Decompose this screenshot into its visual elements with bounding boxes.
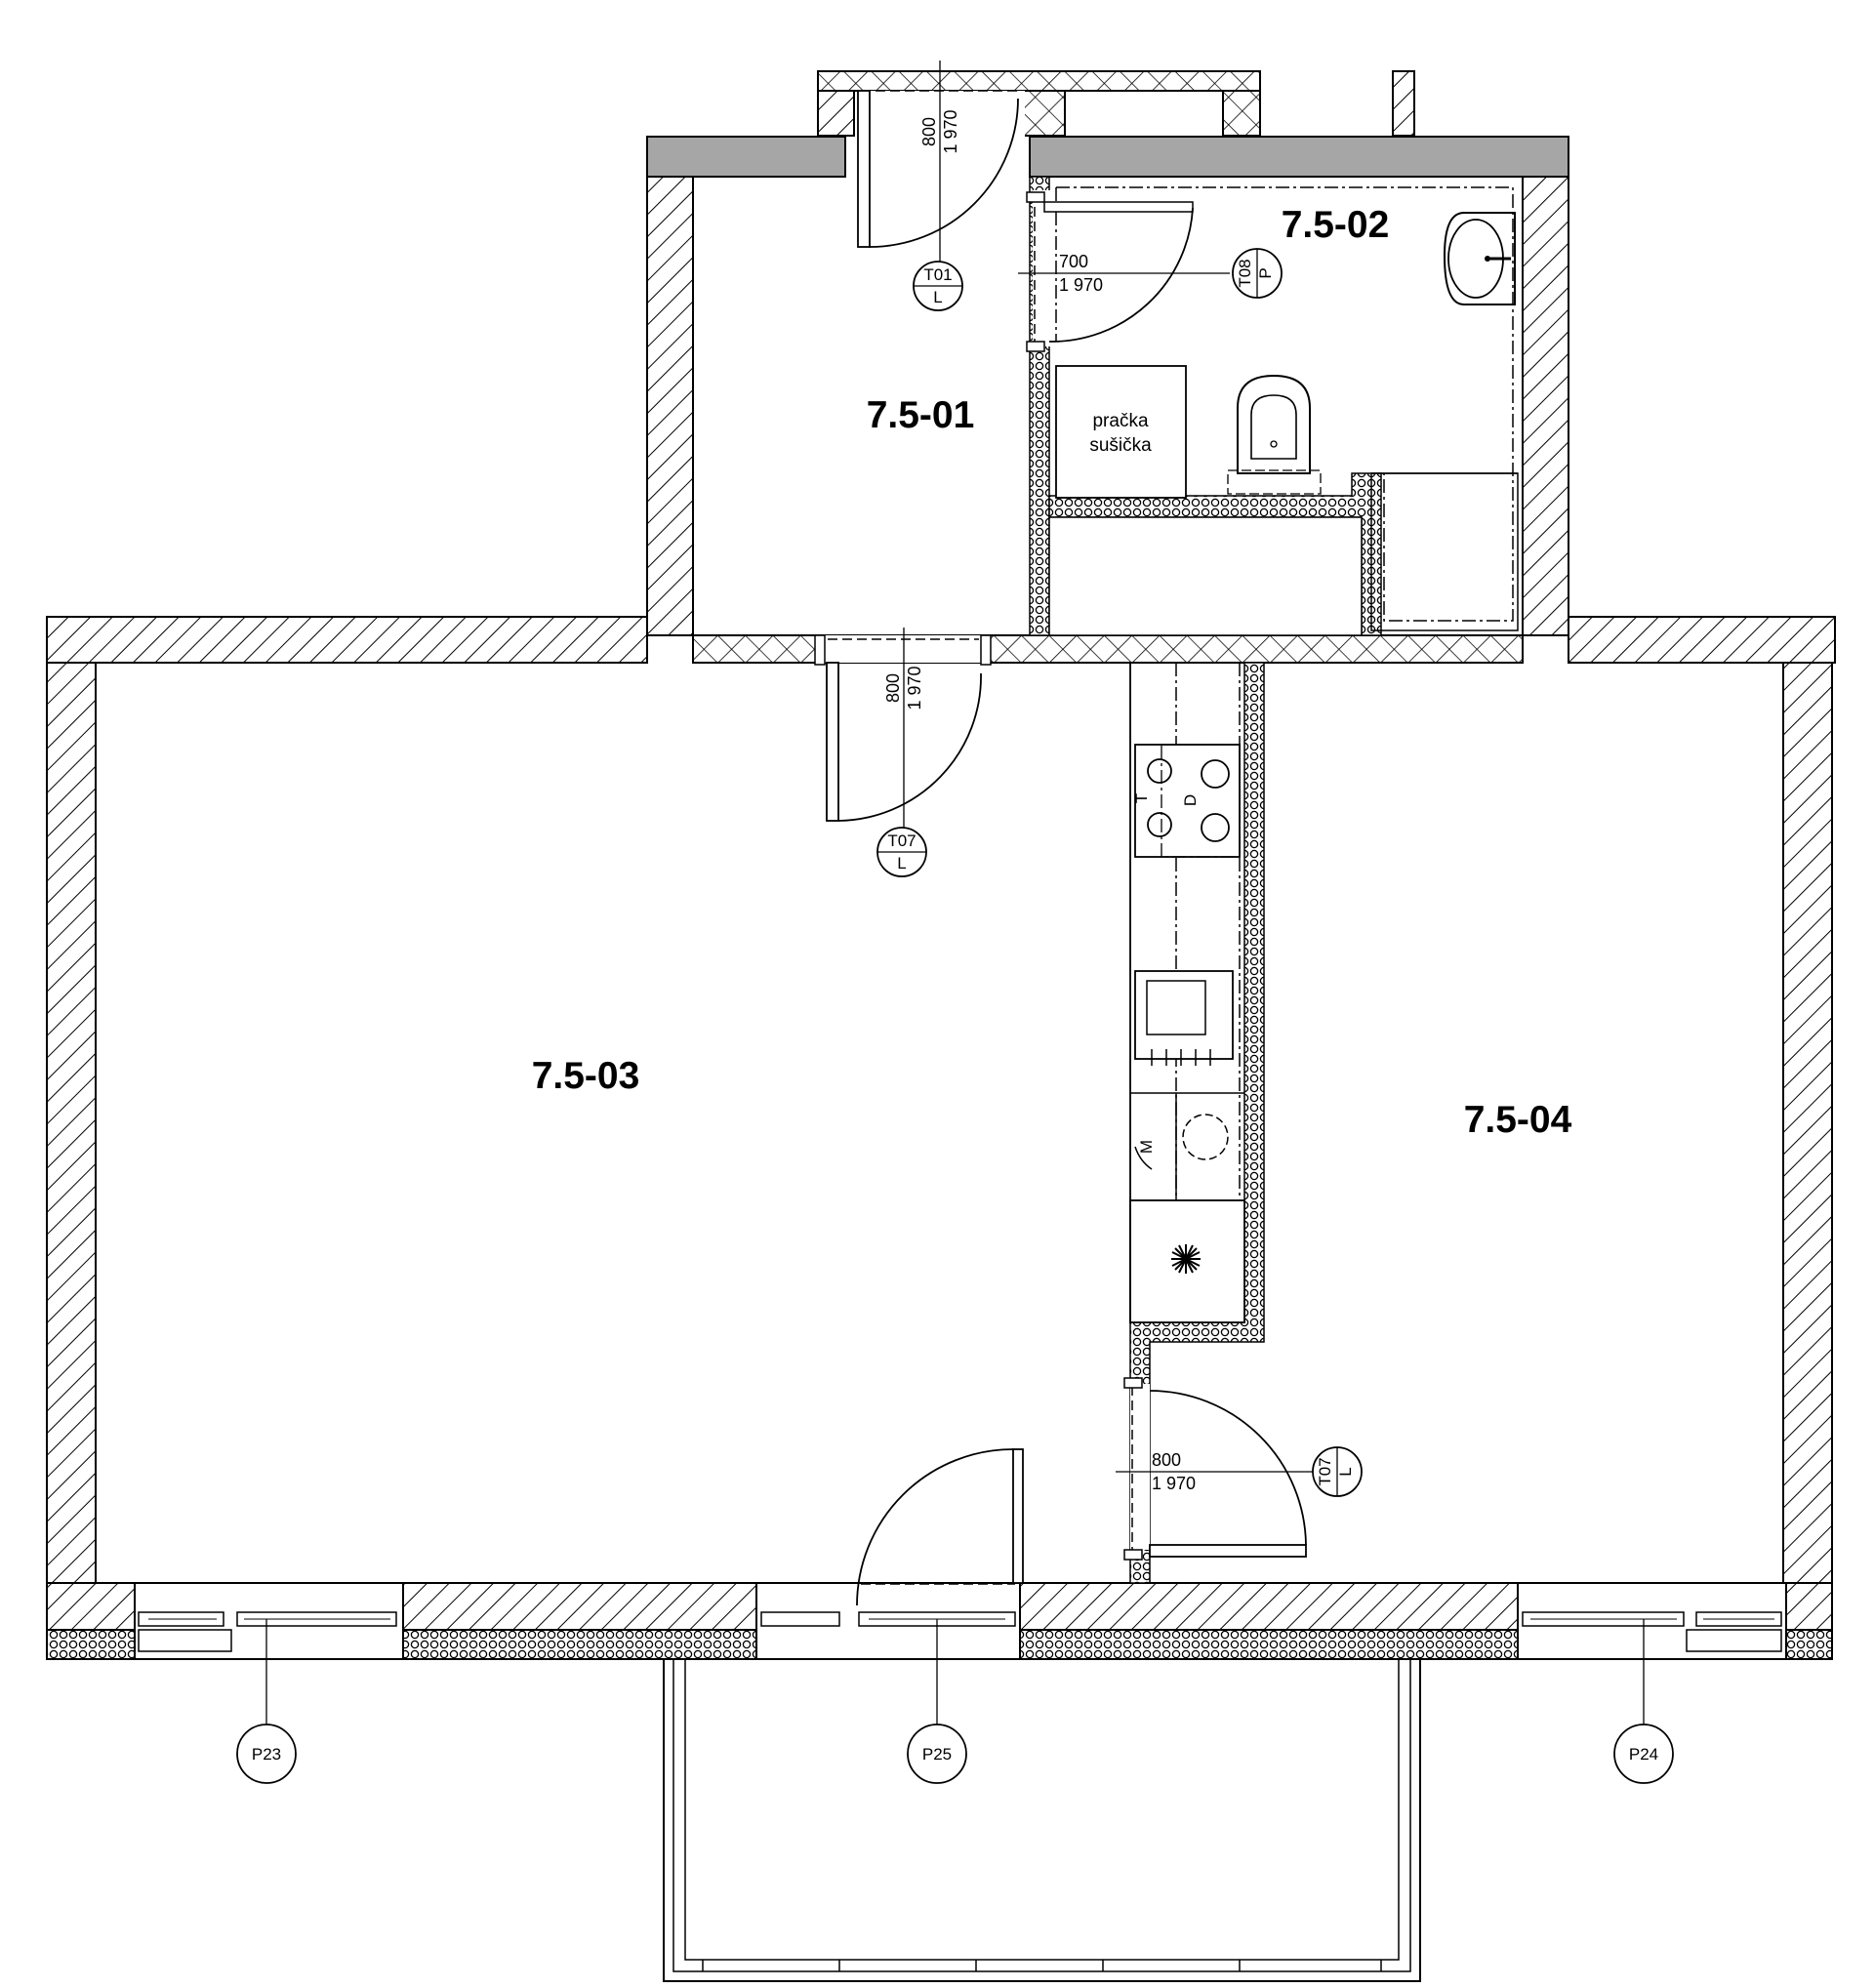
dryer-label: sušička bbox=[1089, 435, 1152, 456]
bath-recess bbox=[1048, 516, 1363, 636]
dishwasher[interactable]: M bbox=[1130, 1092, 1244, 1200]
window-p23-opening bbox=[134, 1582, 404, 1660]
window-p25-opening bbox=[755, 1582, 1021, 1660]
door-balcony[interactable] bbox=[856, 1448, 1024, 1606]
hall-opening bbox=[859, 91, 1025, 177]
room-label-04: 7.5-04 bbox=[1464, 1099, 1572, 1141]
window-p23-frame bbox=[138, 1611, 397, 1652]
p24-label: P24 bbox=[1629, 1745, 1658, 1764]
hob-d-label: D bbox=[1181, 794, 1200, 806]
p23-label: P23 bbox=[252, 1745, 281, 1764]
door-t07-upper[interactable]: 800 1 970 T07 L bbox=[814, 628, 992, 877]
wall-main-top-left bbox=[46, 616, 648, 664]
t07b-width: 800 bbox=[1152, 1450, 1181, 1470]
oven[interactable] bbox=[1134, 970, 1234, 1066]
wall-upper-left bbox=[646, 176, 694, 636]
t08-width: 700 bbox=[1059, 252, 1088, 271]
t01-width: 800 bbox=[919, 117, 939, 146]
window-p24-opening bbox=[1517, 1582, 1787, 1660]
p23-tag bbox=[236, 1724, 297, 1784]
entry-lintel bbox=[817, 70, 1261, 92]
window-p24-frame bbox=[1522, 1611, 1782, 1652]
t01-hand: L bbox=[933, 288, 942, 306]
t07b-hand: L bbox=[1336, 1467, 1355, 1476]
wall-upper-right bbox=[1522, 176, 1569, 636]
room-label-01: 7.5-01 bbox=[867, 394, 975, 436]
t01-height: 1 970 bbox=[941, 109, 960, 153]
p25-tag bbox=[907, 1724, 967, 1784]
fridge[interactable] bbox=[1129, 1199, 1245, 1323]
vent-icon bbox=[1171, 1244, 1201, 1274]
slab-right bbox=[1029, 136, 1569, 178]
shower-tray bbox=[1370, 472, 1519, 631]
t07a-width: 800 bbox=[883, 673, 903, 703]
wall-main-right bbox=[1782, 662, 1833, 1584]
t07a-hand: L bbox=[897, 854, 906, 872]
washer-label: pračka bbox=[1092, 411, 1148, 431]
t07b-height: 1 970 bbox=[1152, 1474, 1196, 1493]
door-t08[interactable]: 700 1 970 T08 P bbox=[1018, 190, 1283, 352]
washer-dryer[interactable]: pračka sušička bbox=[1055, 365, 1187, 499]
t07a-code: T07 bbox=[887, 832, 916, 850]
window-tags: P23 P25 P24 bbox=[236, 1619, 1674, 1784]
entry-pillar bbox=[1392, 70, 1415, 137]
room-label-03: 7.5-03 bbox=[532, 1055, 640, 1097]
balcony bbox=[663, 1659, 1421, 1982]
washbasin bbox=[1443, 212, 1516, 305]
toilet bbox=[1227, 374, 1322, 495]
window-p25-frame bbox=[760, 1583, 1016, 1627]
t08-hand: P bbox=[1256, 267, 1275, 278]
door-t01[interactable]: 800 1 970 T01 L bbox=[857, 61, 1019, 311]
t07b-code: T07 bbox=[1316, 1457, 1334, 1485]
wall-main-top-right bbox=[1568, 616, 1836, 664]
room-label-02: 7.5-02 bbox=[1282, 204, 1390, 246]
dishwasher-label: M bbox=[1137, 1140, 1156, 1154]
t01-code: T01 bbox=[923, 265, 952, 284]
p24-tag bbox=[1613, 1724, 1674, 1784]
wall-main-left bbox=[46, 662, 97, 1584]
slab-left bbox=[646, 136, 846, 178]
hob-t-label: T bbox=[1132, 793, 1151, 803]
p25-label: P25 bbox=[922, 1745, 952, 1764]
t07a-height: 1 970 bbox=[905, 666, 924, 710]
hob[interactable]: T D bbox=[1132, 744, 1241, 858]
door-t07-lower[interactable]: 800 1 970 T07 L bbox=[1116, 1377, 1363, 1561]
t08-height: 1 970 bbox=[1059, 275, 1103, 295]
t08-code: T08 bbox=[1236, 259, 1254, 287]
upper-block: pračka sušička bbox=[646, 70, 1569, 664]
